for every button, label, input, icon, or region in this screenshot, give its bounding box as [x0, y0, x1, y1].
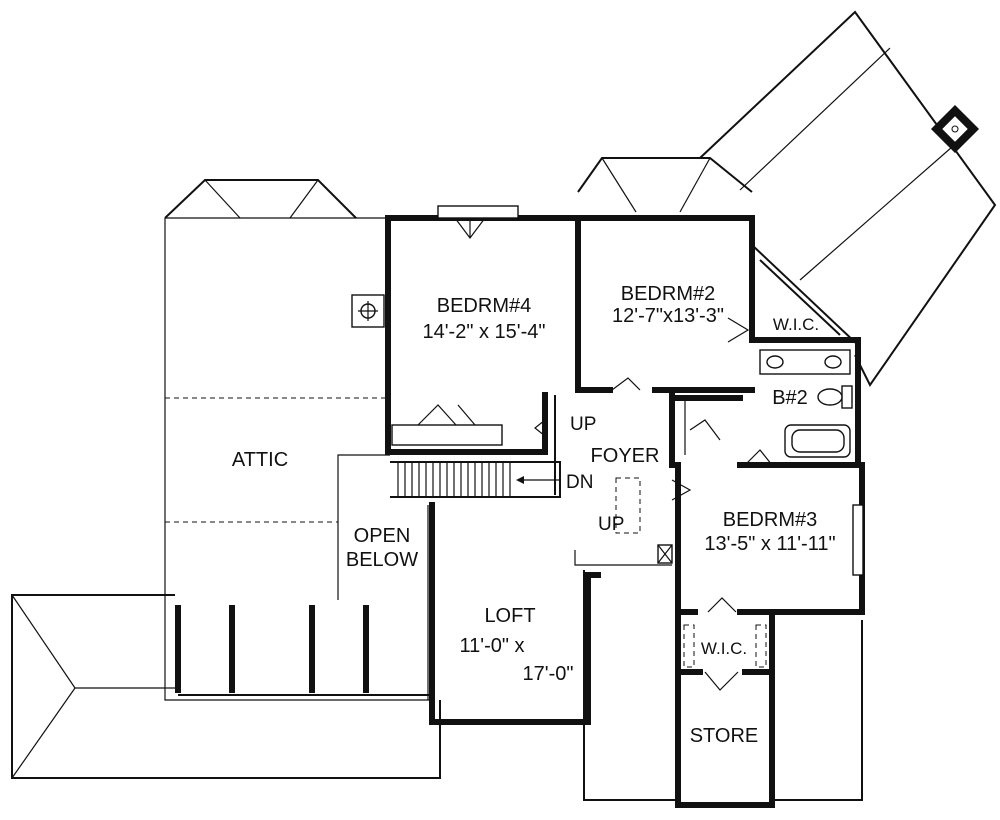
bedroom-2: [575, 215, 859, 393]
bedroom4-dims: 14'-2" x 15'-4": [422, 321, 545, 343]
foyer-label: FOYER: [591, 445, 660, 467]
loft-dims-line2: 17'-0": [523, 663, 574, 685]
wic-bedroom2-label: W.I.C.: [773, 315, 819, 334]
wic-bedroom3-label: W.I.C.: [701, 639, 747, 658]
loft: [427, 502, 601, 725]
stair-down-label: DN: [566, 472, 593, 493]
staircase: [390, 461, 561, 498]
stair-up-bottom-label: UP: [598, 514, 624, 535]
bath-2: [737, 337, 861, 468]
attic-label: ATTIC: [232, 449, 288, 471]
bedroom3-dims: 13'-5" x 11'-11": [704, 533, 835, 555]
open-below-line2: BELOW: [346, 549, 418, 571]
loft-name: LOFT: [484, 605, 535, 627]
bedroom2-name: BEDRM#2: [621, 283, 715, 305]
bath2-label: B#2: [772, 387, 808, 409]
bedroom2-dims: 12'-7"x13'-3": [612, 305, 724, 327]
attic-area: [164, 217, 430, 701]
attic-fixture-icon: [351, 294, 385, 328]
chimney-icon: [930, 104, 980, 154]
foyer: [534, 387, 743, 566]
roof-outlines: [11, 10, 997, 801]
bedroom-4: [385, 205, 581, 455]
closet-marker-icon: [657, 544, 673, 564]
room-labels: BEDRM#4 14'-2" x 15'-4" BEDRM#2 12'-7"x1…: [232, 283, 836, 747]
bedroom4-name: BEDRM#4: [437, 295, 531, 317]
open-below-line1: OPEN: [354, 525, 411, 547]
wic-and-store: [675, 597, 775, 808]
bedroom3-name: BEDRM#3: [723, 509, 817, 531]
toilet-icon: [817, 385, 853, 409]
stair-up-top-label: UP: [570, 414, 596, 435]
store-label: STORE: [690, 725, 759, 747]
loft-dims-line1: 11'-0" x: [459, 635, 524, 657]
